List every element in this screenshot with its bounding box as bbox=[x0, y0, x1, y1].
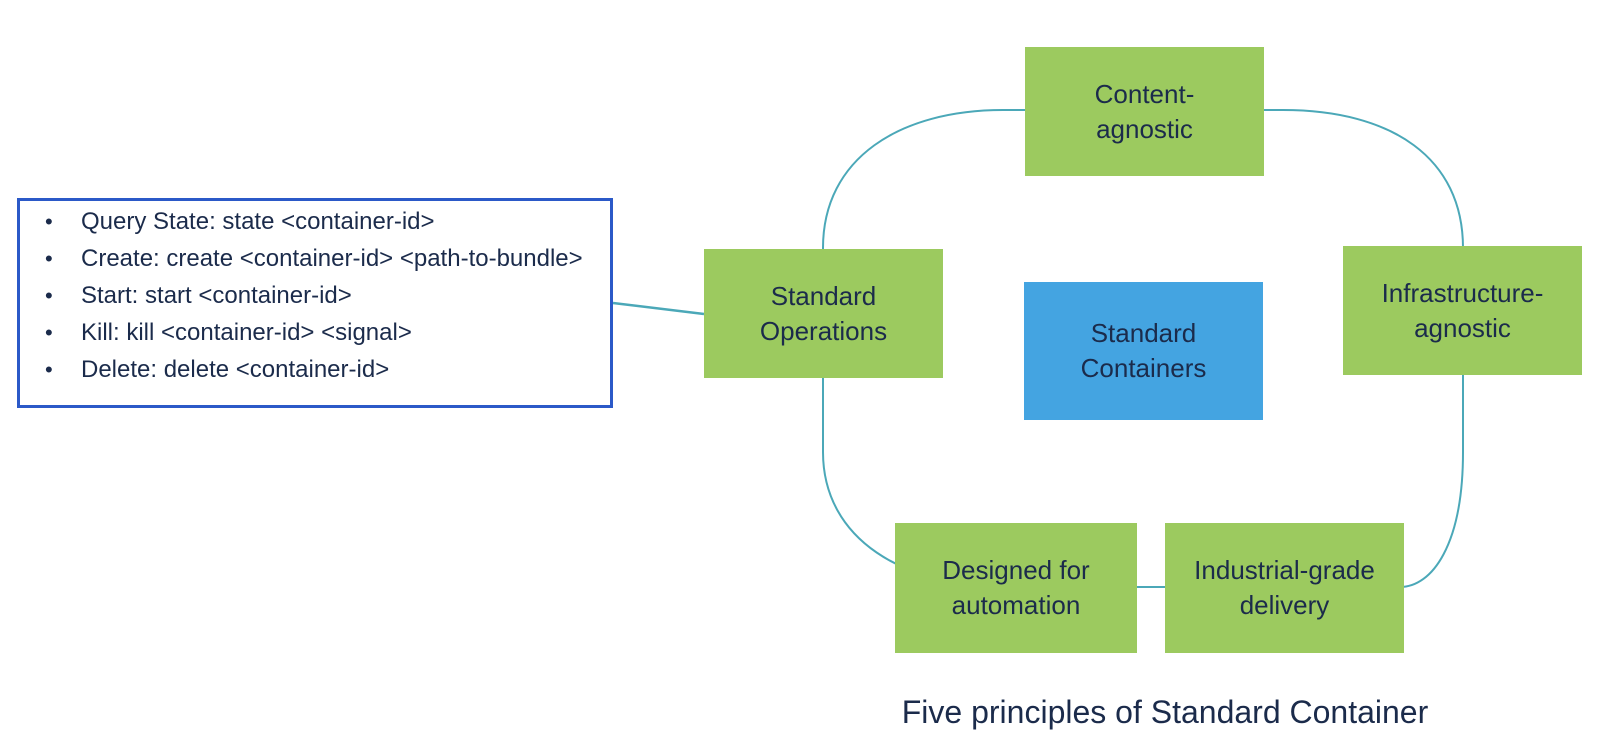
principle-label: Designed for automation bbox=[942, 555, 1090, 620]
diagram-caption: Five principles of Standard Container bbox=[901, 694, 1429, 730]
callout-item: Create: create <container-id> <path-to-b… bbox=[20, 240, 610, 277]
center-box-standard-containers: Standard Containers bbox=[1024, 282, 1263, 420]
principle-label: Content- agnostic bbox=[1094, 78, 1195, 144]
principle-box-industrial-grade-delivery: Industrial-grade delivery bbox=[1165, 523, 1404, 653]
center-box-label: Standard Containers bbox=[1080, 318, 1207, 383]
principle-label: Infrastructure- agnostic bbox=[1381, 277, 1544, 343]
principle-box-infrastructure-agnostic: Infrastructure- agnostic bbox=[1343, 246, 1582, 375]
callout-item: Start: start <container-id> bbox=[20, 277, 610, 314]
principle-box-content-agnostic: Content- agnostic bbox=[1025, 47, 1264, 176]
callout-item-list: Query State: state <container-id> Create… bbox=[20, 201, 610, 388]
principle-label: Industrial-grade delivery bbox=[1194, 555, 1375, 620]
callout-item: Delete: delete <container-id> bbox=[20, 351, 610, 388]
operations-callout: Query State: state <container-id> Create… bbox=[17, 198, 613, 408]
callout-item: Kill: kill <container-id> <signal> bbox=[20, 314, 610, 351]
callout-connector-line bbox=[612, 301, 705, 316]
principle-box-designed-for-automation: Designed for automation bbox=[895, 523, 1137, 653]
principle-label: Standard Operations bbox=[759, 280, 888, 346]
principle-box-standard-operations: Standard Operations bbox=[704, 249, 943, 378]
callout-item: Query State: state <container-id> bbox=[20, 203, 610, 240]
